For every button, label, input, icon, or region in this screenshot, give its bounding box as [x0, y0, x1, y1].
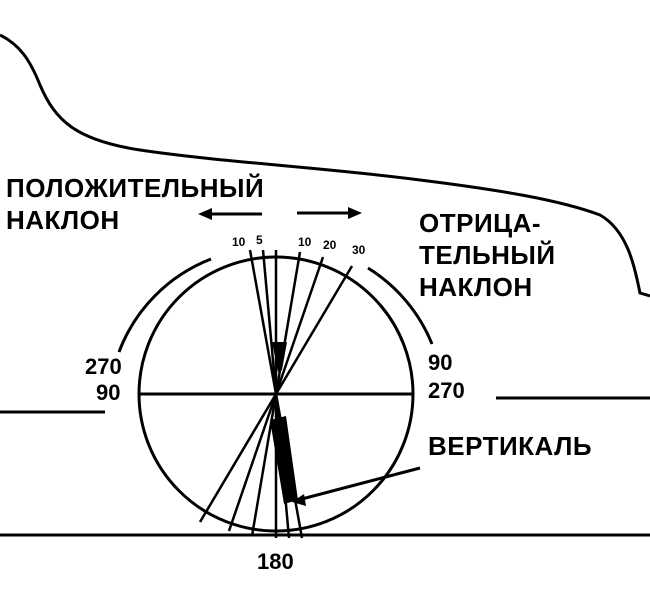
vertical-pointer — [292, 466, 421, 506]
arrow-right-negative — [297, 207, 362, 219]
lean-line-30-negative — [198, 265, 354, 523]
label-positive-line2: НАКЛОН — [6, 205, 120, 235]
degree-bottom: 180 — [257, 549, 294, 574]
tick-negative-10: 10 — [298, 235, 312, 249]
label-vertical: ВЕРТИКАЛЬ — [428, 431, 592, 461]
level-vial — [270, 342, 298, 504]
degree-right-bottom: 270 — [428, 378, 465, 403]
arrow-left-positive — [198, 208, 262, 220]
label-negative-line2: ТЕЛЬНЫЙ — [419, 240, 556, 270]
degree-right-top: 90 — [428, 350, 452, 375]
degree-left-top: 270 — [85, 354, 122, 379]
label-negative-line3: НАКЛОН — [419, 272, 533, 302]
label-negative-line1: ОТРИЦА- — [419, 208, 541, 238]
tick-positive-5: 5 — [256, 233, 263, 247]
tick-negative-30: 30 — [352, 243, 366, 257]
outer-arc-right — [367, 266, 434, 345]
tick-negative-20: 20 — [323, 238, 337, 252]
label-positive-line1: ПОЛОЖИТЕЛЬНЫЙ — [6, 173, 264, 203]
vehicle-body-outline — [0, 33, 650, 298]
tick-positive-10: 10 — [232, 235, 246, 249]
outer-arc-left — [117, 257, 212, 353]
degree-left-bottom: 90 — [96, 380, 120, 405]
